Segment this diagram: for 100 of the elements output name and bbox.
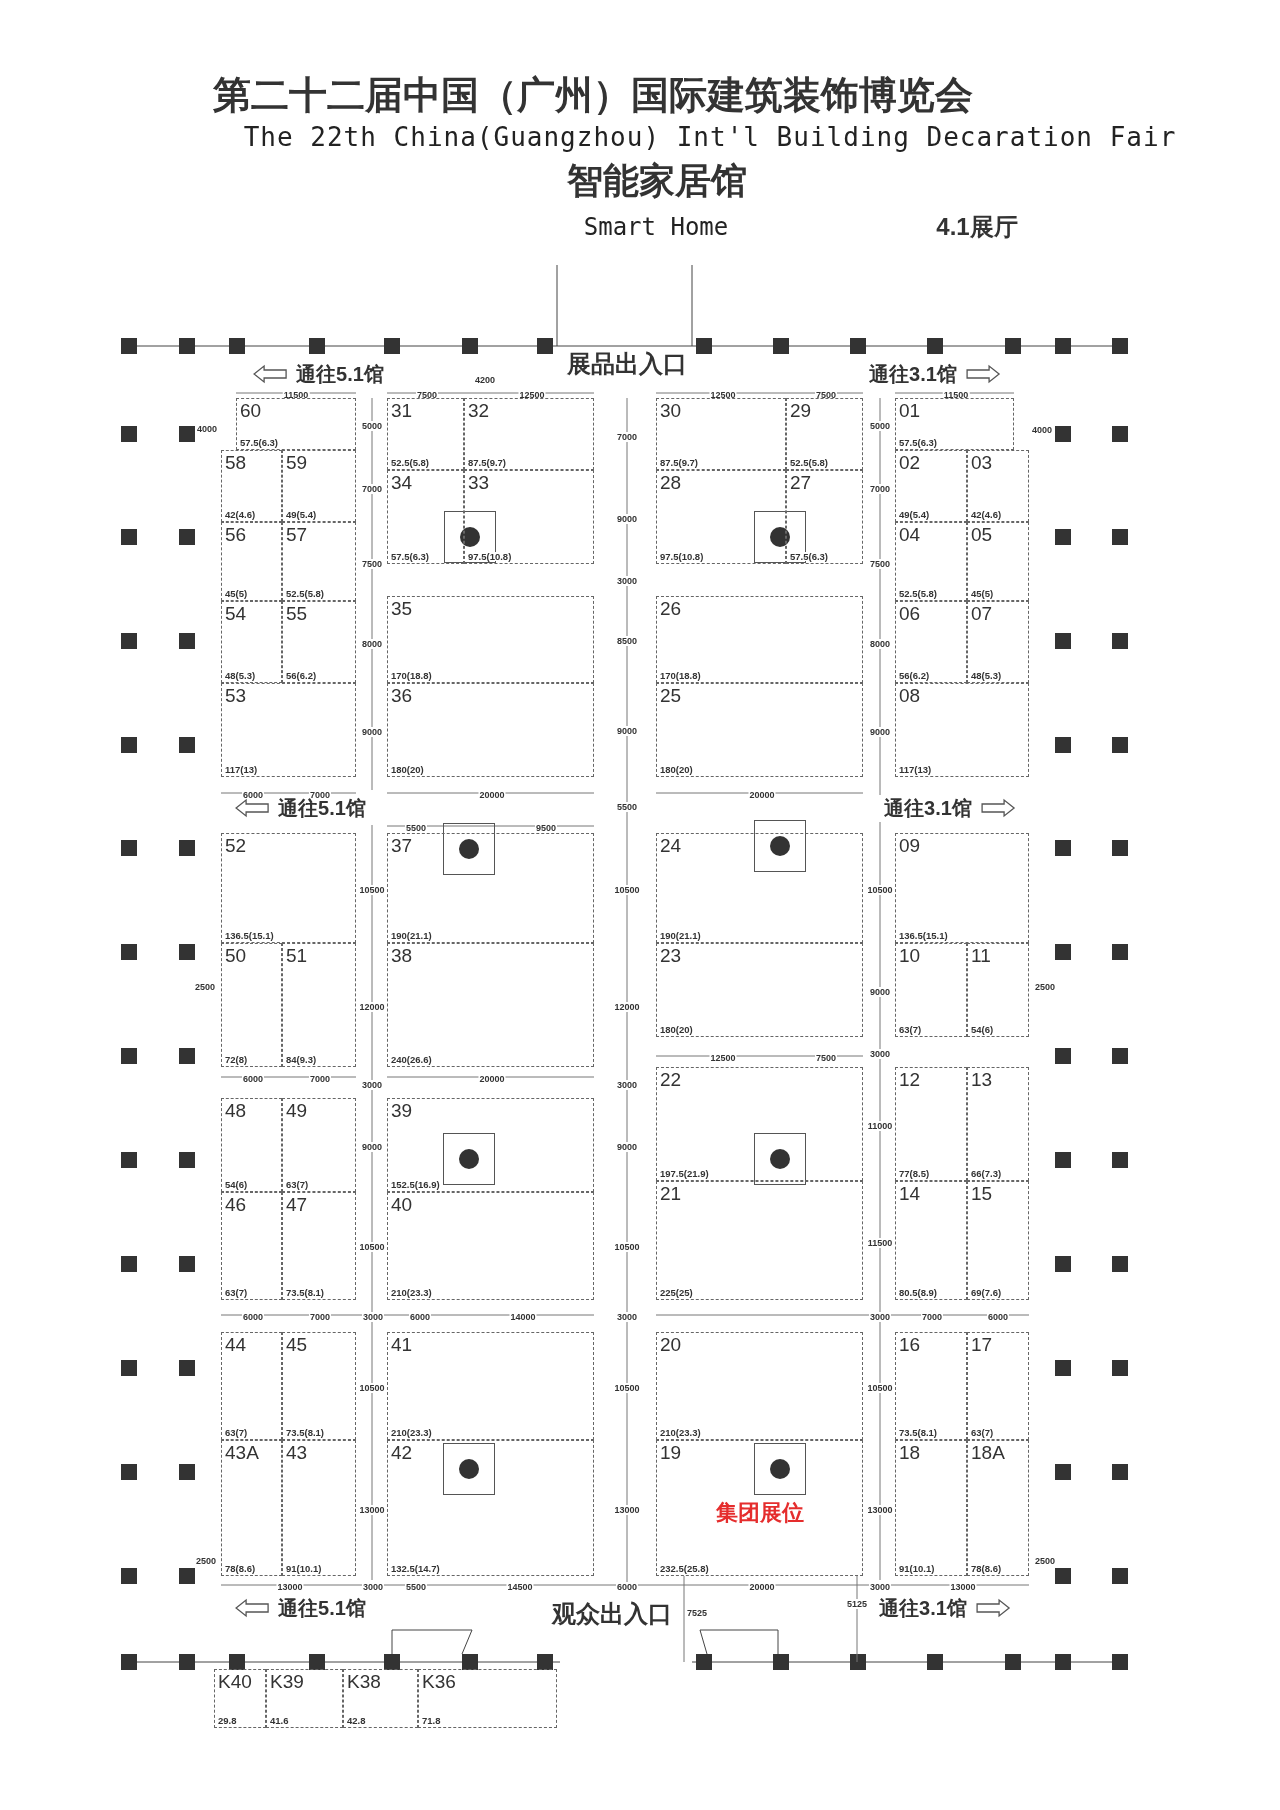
dimension-text: 4000 [1031,425,1053,435]
dimension-text: 3000 [616,1312,638,1322]
booth-number: 34 [391,473,413,492]
booth-number: 22 [660,1070,682,1089]
dimension-text: 20000 [478,1074,506,1084]
dimension-text: 11500 [866,1238,894,1248]
booth-number: 07 [971,604,993,623]
dimension-text: 6000 [242,790,264,800]
booth-area: 136.5(15.1) [225,930,274,940]
booth-area: 42(4.6) [225,509,256,519]
booth-number: K39 [270,1672,304,1691]
dimension-text: 10500 [866,885,894,895]
booth-box [387,1192,594,1300]
booth-area: 56(6.2) [286,670,317,680]
booth-area: 45(5) [971,588,994,598]
booth-area: 80.5(8.9) [899,1287,938,1297]
booth-number: 49 [286,1101,308,1120]
booth-number: 15 [971,1184,993,1203]
booth-number: 03 [971,453,993,472]
dimension-text: 13000 [949,1582,977,1592]
dimension-text: 5000 [361,421,383,431]
booth-number: 59 [286,453,308,472]
dimension-text: 9000 [869,727,891,737]
booth-area: 87.5(9.7) [468,457,507,467]
booth-box [967,1332,1029,1440]
booth-number: 56 [225,525,247,544]
booth-area: 52.5(5.8) [899,588,938,598]
booth-box [786,470,863,564]
booth-box [967,943,1029,1037]
booth-area: 57.5(6.3) [391,551,430,561]
booth-number: 31 [391,401,413,420]
dimension-text: 9000 [616,514,638,524]
booth-box [656,398,786,470]
booth-box [656,683,863,777]
booth-number: 26 [660,599,682,618]
booth-area: 77(8.5) [899,1168,930,1178]
booth-number: 12 [899,1070,921,1089]
booth-area: 73.5(8.1) [899,1427,938,1437]
dimension-text: 8000 [361,639,383,649]
dimension-text: 7500 [869,559,891,569]
booth-area: 69(7.6) [971,1287,1002,1297]
booth-number: 51 [286,946,308,965]
booth-area: 132.5(14.7) [391,1563,440,1573]
dimension-text: 12500 [709,390,737,400]
booth-number: 01 [899,401,921,420]
dimension-text: 6000 [409,1312,431,1322]
booth-box [895,1067,967,1181]
booth-box [967,450,1029,522]
dimension-text: 11000 [866,1121,894,1131]
booth-area: 42.8 [347,1715,366,1725]
booth-box [656,1181,863,1300]
booth-box [282,1192,356,1300]
booth-number: 10 [899,946,921,965]
booth-number: 18 [899,1443,921,1462]
booth-number: 35 [391,599,413,618]
booth-number: 37 [391,836,413,855]
booth-box [895,1181,967,1300]
booth-number: 18A [971,1443,1005,1462]
booth-area: 63(7) [286,1179,309,1189]
booth-area: 72(8) [225,1054,248,1064]
booth-number: 46 [225,1195,247,1214]
dimension-text: 3000 [616,1080,638,1090]
booth-area: 87.5(9.7) [660,457,699,467]
dimension-text: 13000 [613,1505,641,1515]
heading-text: 展品出入口 [567,349,687,377]
dimension-text: 5500 [616,802,638,812]
booth-box [282,450,356,522]
dimension-text: 20000 [478,790,506,800]
booth-box [786,398,863,470]
booth-area: 63(7) [971,1427,994,1437]
dimension-text: 12500 [709,1053,737,1063]
dimension-text: 14000 [509,1312,537,1322]
booth-area: 91(10.1) [286,1563,322,1573]
dimension-text: 9000 [616,1142,638,1152]
booth-number: 30 [660,401,682,420]
booth-area: 78(8.6) [225,1563,256,1573]
booth-area: 52.5(5.8) [790,457,829,467]
booth-number: 04 [899,525,921,544]
dimension-text: 7500 [815,1053,837,1063]
dimension-text: 7000 [921,1312,943,1322]
direction-label: 通往3.1馆 [869,364,957,384]
dimension-text: 7000 [309,1074,331,1084]
booth-number: 45 [286,1335,308,1354]
booth-box [221,1332,282,1440]
dimension-text: 12500 [518,390,546,400]
booth-area: 91(10.1) [899,1563,935,1573]
dimension-text: 7000 [309,1312,331,1322]
booth-box [221,1192,282,1300]
dimension-text: 7000 [869,484,891,494]
booth-number: 53 [225,686,247,705]
dimension-text: 4200 [474,375,496,385]
direction-label: 通往5.1馆 [278,798,366,818]
booth-area: 240(26.6) [391,1054,432,1064]
booth-area: 52.5(5.8) [286,588,325,598]
booth-area: 71.8 [422,1715,441,1725]
dimension-text: 12000 [358,1002,386,1012]
booth-box [895,1332,967,1440]
booth-area: 232.5(25.8) [660,1563,709,1573]
booth-area: 170(18.8) [391,670,432,680]
dimension-text: 3000 [362,1582,384,1592]
